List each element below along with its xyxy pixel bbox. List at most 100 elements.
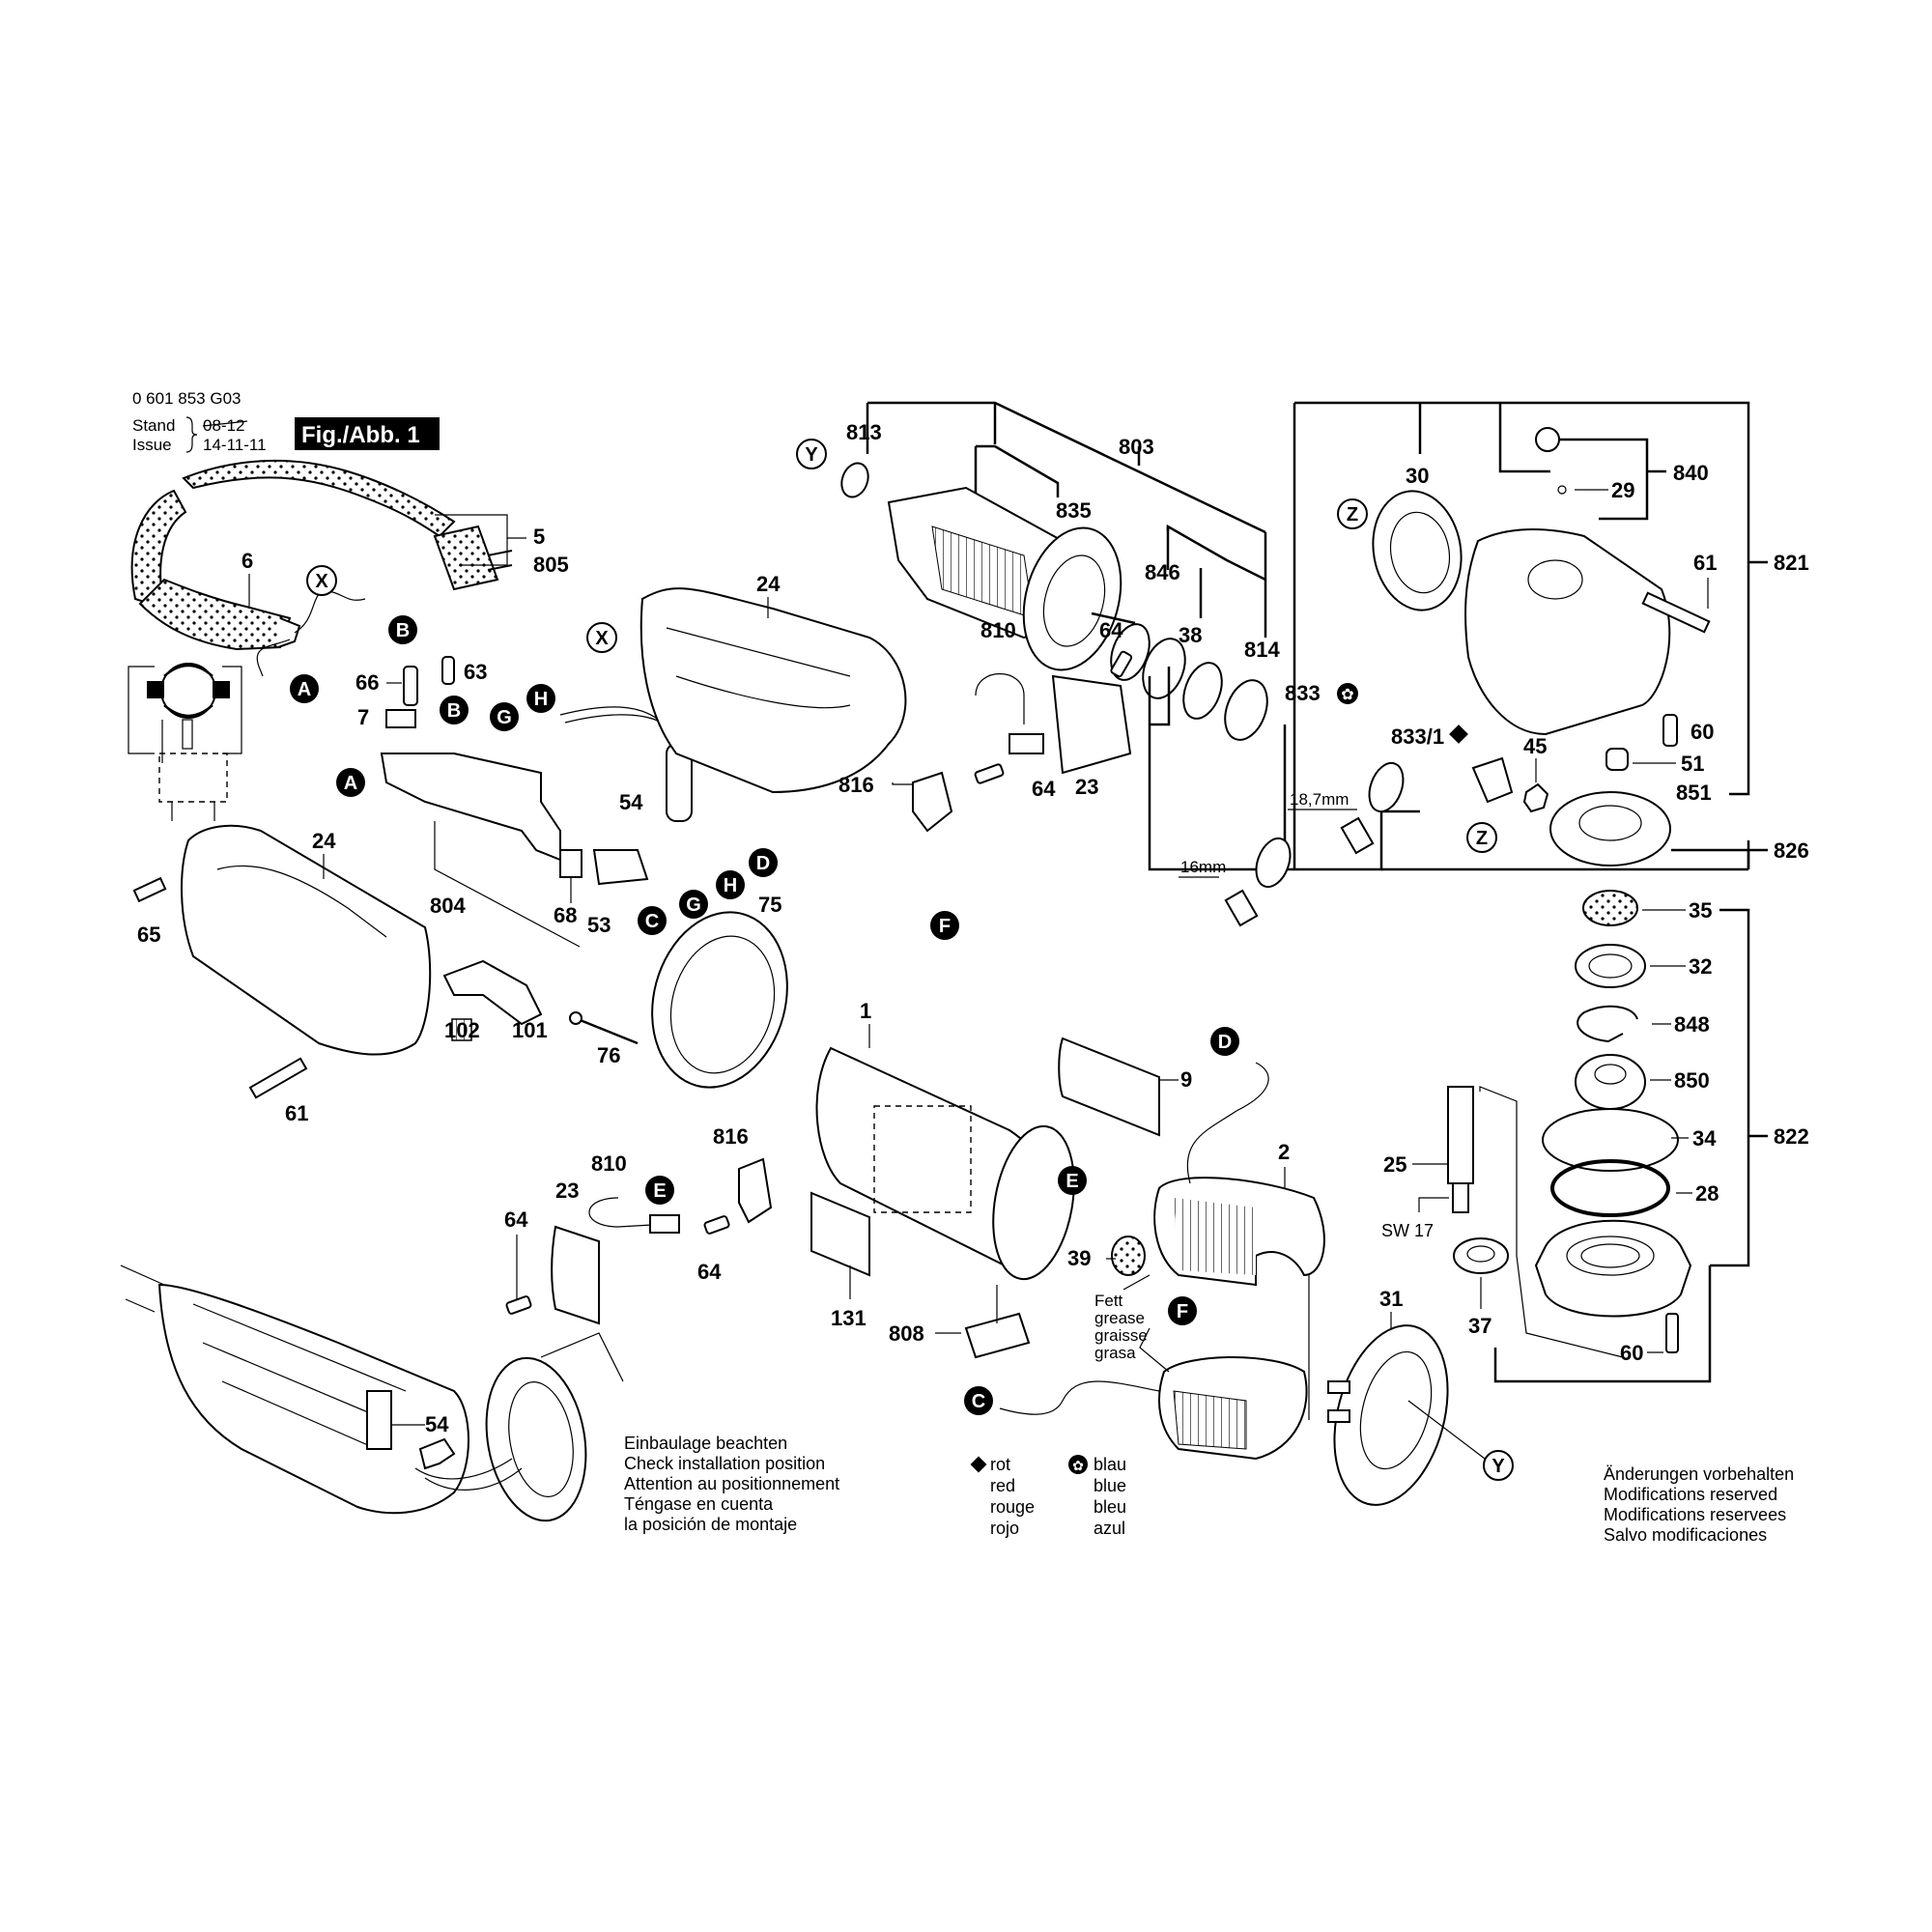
connector-g-2: G bbox=[679, 890, 708, 919]
label-851: 851 bbox=[1676, 781, 1712, 805]
label-816-top: 816 bbox=[838, 773, 874, 797]
connector-e-1: E bbox=[1058, 1166, 1087, 1195]
label-24-top: 24 bbox=[756, 572, 781, 596]
label-64-mid: 64 bbox=[1032, 777, 1056, 801]
connector-c-1: C bbox=[638, 906, 667, 935]
svg-text:A: A bbox=[298, 679, 311, 700]
star-blue-icon bbox=[1337, 683, 1358, 704]
svg-text:Y: Y bbox=[805, 444, 818, 466]
brush-833 bbox=[1224, 889, 1259, 927]
circlip-848 bbox=[1577, 1005, 1638, 1043]
label-7: 7 bbox=[357, 705, 369, 729]
label-822: 822 bbox=[1774, 1124, 1809, 1149]
label-808: 808 bbox=[889, 1321, 924, 1346]
modifications-de: Änderungen vorbehalten bbox=[1604, 1464, 1794, 1484]
label-63: 63 bbox=[464, 660, 487, 684]
ref-z-2: Z bbox=[1466, 822, 1497, 853]
ring-34 bbox=[1542, 1108, 1679, 1172]
modifications-fr: Modifications reservees bbox=[1604, 1505, 1786, 1524]
label-61-left: 61 bbox=[285, 1101, 308, 1125]
modifications-en: Modifications reserved bbox=[1604, 1485, 1777, 1504]
label-803: 803 bbox=[1119, 435, 1154, 459]
label-64-top: 64 bbox=[1099, 618, 1123, 642]
screw-63 bbox=[441, 656, 455, 685]
figure-badge bbox=[295, 417, 440, 450]
bearing-flange bbox=[1534, 1219, 1692, 1318]
label-28: 28 bbox=[1695, 1181, 1719, 1206]
screw-60-bottom bbox=[1665, 1313, 1679, 1353]
label-31: 31 bbox=[1379, 1287, 1403, 1311]
label-814: 814 bbox=[1244, 638, 1280, 662]
label-34: 34 bbox=[1692, 1126, 1717, 1151]
gear-housing-821 bbox=[1464, 528, 1671, 736]
brush-810-bottom bbox=[649, 1214, 680, 1234]
needle-bearing-35 bbox=[1582, 890, 1638, 926]
label-816-bottom: 816 bbox=[713, 1124, 749, 1149]
spring-102 bbox=[451, 1018, 472, 1041]
connector-a-1: A bbox=[290, 674, 319, 703]
label-6: 6 bbox=[242, 549, 253, 573]
screw-64-left bbox=[505, 1295, 532, 1315]
cover-23-top bbox=[1051, 674, 1132, 775]
gear-housing-bore bbox=[1527, 559, 1583, 600]
screw-66 bbox=[403, 666, 418, 706]
grease-fr: graisse bbox=[1094, 1326, 1148, 1345]
issue-date: 14-11-11 bbox=[203, 436, 267, 454]
label-23-top: 23 bbox=[1075, 775, 1098, 799]
part-number: 0 601 853 G03 bbox=[132, 389, 241, 408]
bearing-39 bbox=[1111, 1236, 1146, 1276]
screw-76 bbox=[577, 1017, 639, 1045]
grease-en: grease bbox=[1094, 1309, 1145, 1327]
svg-text:✿: ✿ bbox=[1072, 1459, 1084, 1474]
label-51: 51 bbox=[1681, 752, 1704, 776]
label-24-bottom: 24 bbox=[312, 829, 336, 853]
label-848: 848 bbox=[1674, 1012, 1710, 1037]
housing-half-24-bottom bbox=[181, 824, 432, 1056]
power-cord bbox=[130, 459, 513, 651]
brace bbox=[185, 416, 198, 453]
svg-text:D: D bbox=[1218, 1032, 1232, 1053]
label-29: 29 bbox=[1611, 478, 1634, 502]
label-54: 54 bbox=[619, 790, 643, 814]
ref-y-1: Y bbox=[796, 439, 827, 469]
svg-text:H: H bbox=[724, 875, 737, 896]
bracket-822 bbox=[1710, 908, 1750, 1267]
endcap-75 bbox=[651, 911, 788, 1089]
label-804: 804 bbox=[430, 894, 466, 918]
bearing-813 bbox=[840, 462, 869, 498]
connector-f-1: F bbox=[930, 911, 959, 940]
svg-text:F: F bbox=[939, 916, 951, 937]
label-813: 813 bbox=[846, 420, 882, 444]
screw-64-lower bbox=[703, 1215, 730, 1235]
svg-text:E: E bbox=[653, 1180, 666, 1202]
star-blue-legend-icon bbox=[1068, 1455, 1088, 1474]
diamond-red-legend-icon bbox=[970, 1456, 987, 1473]
pinion bbox=[1471, 756, 1514, 804]
legend-blue-es: azul bbox=[1094, 1519, 1125, 1538]
legend-red-de: rot bbox=[990, 1455, 1010, 1474]
part-68 bbox=[559, 849, 582, 878]
label-2: 2 bbox=[1278, 1140, 1290, 1164]
label-25: 25 bbox=[1383, 1152, 1406, 1177]
label-131: 131 bbox=[831, 1306, 867, 1330]
label-850: 850 bbox=[1674, 1068, 1710, 1093]
label-64-left: 64 bbox=[504, 1208, 528, 1232]
gear-30 bbox=[1372, 490, 1463, 611]
svg-text:X: X bbox=[595, 628, 609, 649]
install-note-es-1: Téngase en cuenta bbox=[624, 1494, 774, 1514]
housing-half-24-top bbox=[639, 587, 907, 794]
connector-c-2: C bbox=[964, 1386, 993, 1415]
label-833: 833 bbox=[1285, 681, 1321, 705]
connector-b-1: B bbox=[388, 615, 417, 644]
label-sw17: SW 17 bbox=[1381, 1221, 1434, 1240]
oring-28 bbox=[1550, 1159, 1670, 1217]
label-810-top: 810 bbox=[980, 618, 1016, 642]
label-821: 821 bbox=[1774, 551, 1809, 575]
brush-holder-833 bbox=[1255, 837, 1292, 889]
cover-23-bottom bbox=[551, 1225, 600, 1325]
label-60-bottom: 60 bbox=[1620, 1341, 1643, 1365]
legend-blue-en: blue bbox=[1094, 1476, 1126, 1495]
svg-text:D: D bbox=[756, 853, 770, 874]
ref-x-1: X bbox=[306, 565, 337, 596]
svg-text:F: F bbox=[1177, 1301, 1188, 1322]
